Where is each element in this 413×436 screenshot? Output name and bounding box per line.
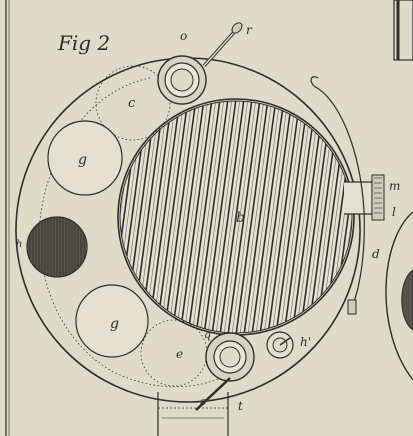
rod-d-hook <box>310 76 319 87</box>
grate-bar-shade <box>255 101 289 333</box>
label-q: q <box>204 328 211 341</box>
grate-bar-shade <box>183 101 217 333</box>
label-c-prime: c <box>200 395 206 408</box>
grate-bar <box>203 101 237 333</box>
label-m: m <box>389 179 400 193</box>
label-o: o <box>180 29 187 43</box>
grate-bar-shade <box>151 101 185 333</box>
label-d: d <box>372 247 380 261</box>
grate-bar-shade <box>159 101 193 333</box>
adjacent-shell-arc <box>385 211 413 381</box>
grate-bar <box>275 101 309 333</box>
grate-bar <box>267 101 301 333</box>
cylinder-g-lower <box>75 284 149 358</box>
grate-bar <box>187 101 221 333</box>
grate-bar <box>291 101 325 333</box>
grate-bar <box>171 101 205 333</box>
figure-title: Fig 2 <box>57 31 110 55</box>
valve-bottom-inner <box>219 346 241 368</box>
bottom-pipe-lever <box>195 377 231 411</box>
grate-bar <box>155 101 189 333</box>
dotted-guide-ring <box>39 77 233 388</box>
grate-bar-shade <box>167 101 201 333</box>
grate-inner-ring <box>119 100 353 334</box>
grate-bar <box>283 101 317 333</box>
label-t: t <box>238 399 243 413</box>
grate-bar-shade <box>191 101 225 333</box>
cylinder-c-dotted <box>95 65 171 141</box>
bottom-pipe <box>157 392 229 436</box>
cylinder-g-upper <box>47 120 123 196</box>
grate-bar-shade <box>287 101 321 333</box>
label-b: b <box>236 210 245 226</box>
label-c: c <box>128 96 136 111</box>
grate-bar-shade <box>247 101 281 333</box>
grate-bar <box>251 101 285 333</box>
grate-bar-shade <box>215 101 249 333</box>
side-door-flange <box>371 174 385 221</box>
grate-bar <box>163 101 197 333</box>
grate-bar <box>179 101 213 333</box>
label-l: l <box>392 205 396 219</box>
grate-bar <box>219 101 253 333</box>
label-h: h <box>16 239 22 250</box>
grate-bar-shade <box>175 101 209 333</box>
label-g-lower: g <box>110 316 119 332</box>
grate-bar-shade <box>263 101 297 333</box>
grate-bar-shade <box>271 101 305 333</box>
valve-top-inner <box>170 68 194 92</box>
grate-bar-shade <box>223 101 257 333</box>
grate-bar-shade <box>231 101 265 333</box>
rod-d <box>313 85 365 303</box>
grate-bar <box>211 101 245 333</box>
adjacent-dark-fragment <box>401 269 413 331</box>
grate-bar-shade <box>199 101 233 333</box>
label-e: e <box>176 347 183 361</box>
corner-bracket <box>393 0 413 61</box>
side-door <box>344 181 373 215</box>
grate-bar-shade <box>279 101 313 333</box>
grate-bar <box>243 101 277 333</box>
grate-bar <box>227 101 261 333</box>
valve-top-knob <box>231 22 243 34</box>
label-h-prime: h' <box>300 335 311 349</box>
label-g-upper: g <box>78 152 87 168</box>
grate-bar <box>259 101 293 333</box>
grate-bar <box>195 101 229 333</box>
grate-bar <box>147 101 181 333</box>
label-r: r <box>246 23 253 37</box>
grate-bar <box>235 101 269 333</box>
grate-bar-shade <box>207 101 241 333</box>
rod-d-bracket <box>347 299 357 315</box>
grate-bar-shade <box>239 101 273 333</box>
cylinder-e-dotted <box>140 319 208 387</box>
